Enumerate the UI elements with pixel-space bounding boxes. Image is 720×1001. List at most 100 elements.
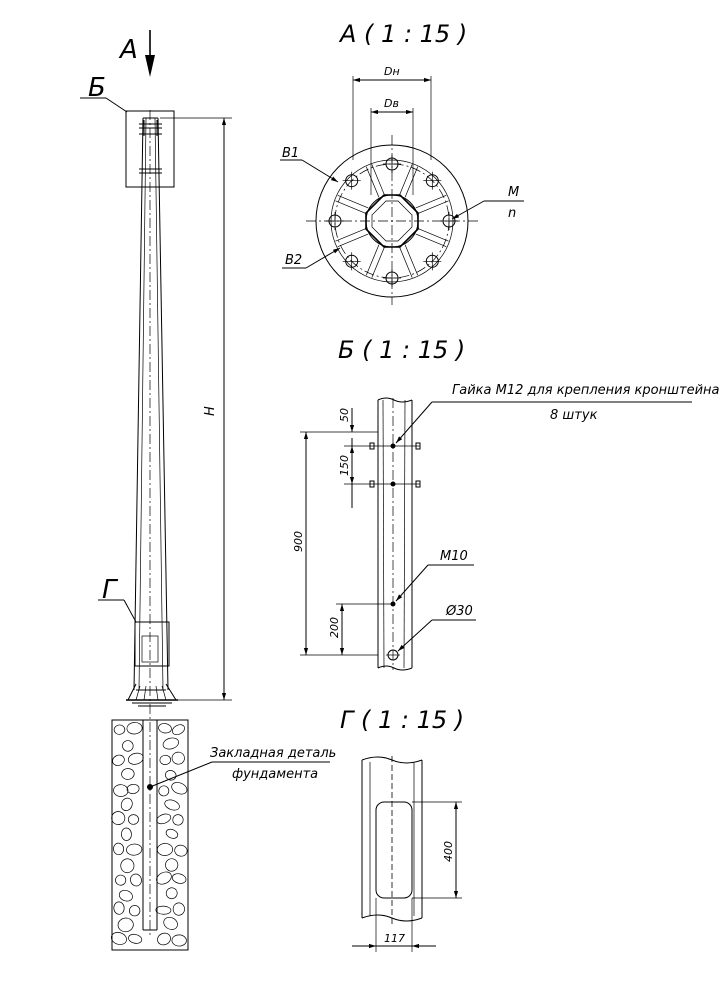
foundation-stone [171, 934, 187, 947]
d30-label: Ø30 [445, 604, 473, 619]
foundation-stone [159, 754, 172, 765]
b-inner-left [382, 399, 385, 669]
foundation-stone [126, 722, 143, 735]
callout-b-letter: Б [88, 73, 106, 103]
flange-rib [337, 194, 369, 209]
top-bracket-nuts [139, 120, 162, 174]
m-label: M [508, 185, 519, 200]
foundation-leader [149, 761, 213, 788]
foundation-stone [122, 740, 134, 752]
foundation-stone [111, 811, 126, 825]
foundation-stone [121, 827, 132, 841]
foundation-stone [117, 917, 134, 933]
flange-rib [337, 233, 369, 248]
dim-50-label: 50 [338, 408, 351, 422]
foundation-stone [158, 723, 172, 734]
foundation-stone [115, 874, 127, 886]
b-nut-row-second [369, 480, 421, 488]
flange-rib [335, 200, 367, 214]
foundation-stone [118, 889, 133, 902]
foundation-stone [128, 933, 143, 944]
foundation-stone [165, 828, 179, 839]
dim-400: 400 [412, 801, 462, 899]
pole-inner-left [138, 117, 147, 691]
nut-leader [395, 401, 433, 444]
foundation-stone [156, 813, 172, 825]
m10-point [390, 601, 396, 607]
flange-rib [365, 244, 380, 276]
callout-g-frame [134, 621, 170, 667]
service-hatch [141, 635, 159, 663]
main-pole-view: А Б Г [80, 30, 336, 951]
foundation-stone [157, 932, 171, 946]
m10-label: М10 [440, 549, 468, 564]
b2-label: B2 [285, 253, 302, 268]
dim-900: 900 [292, 432, 378, 656]
foundation-stone [113, 842, 125, 856]
dim-900-label: 900 [292, 531, 305, 552]
g-hatch-opening [375, 801, 413, 899]
nut-label-1: Гайка М12 для крепления кронштейна [452, 383, 720, 398]
foundation-stone [126, 843, 143, 856]
foundation-stone [120, 858, 135, 874]
dim-50: 50 [300, 408, 378, 447]
flange-ribs [335, 164, 449, 278]
flange-rib [399, 246, 413, 278]
dv-dimension: Dв [370, 97, 414, 195]
nut-label-2: 8 штук [550, 408, 598, 423]
flange-rib [417, 200, 449, 214]
b-nut-row-top [369, 442, 421, 450]
dim-117-label: 117 [384, 932, 405, 945]
foundation-stone [165, 858, 179, 872]
foundation-stone [164, 799, 180, 811]
foundation-stone [172, 724, 185, 736]
b1-label: B1 [282, 146, 299, 161]
callout-g-leader-diag [123, 599, 137, 623]
view-a-title: А ( 1 : 15 ) [338, 20, 467, 48]
flange-rib [371, 164, 385, 196]
foundation-stone [171, 751, 185, 765]
foundation-stone [111, 932, 127, 945]
flange-rib [365, 166, 380, 198]
b-inner-right [403, 399, 406, 669]
foundation-stone [156, 871, 172, 885]
g-bottom-break [361, 914, 423, 922]
dim-150-label: 150 [338, 455, 351, 476]
pole-right-edge [157, 117, 169, 691]
foundation-stone [127, 752, 144, 765]
foundation-stone [120, 797, 133, 811]
callout-g-letter: Г [102, 575, 119, 605]
dim-117: 117 [352, 898, 436, 952]
flange-rib [415, 233, 447, 248]
view-g: Г ( 1 : 15 ) 400 117 [340, 706, 464, 952]
view-arrow-label: А [118, 35, 138, 65]
b1-leader [301, 159, 339, 183]
foundation-label-1: Закладная деталь [210, 746, 336, 761]
m10-leader [395, 564, 429, 602]
m-leader [451, 200, 485, 220]
pole-inner-right [154, 117, 164, 691]
foundation-stone [165, 770, 177, 781]
foundation-stone [171, 873, 187, 884]
foundation-stone [112, 754, 125, 766]
view-b: Б ( 1 : 15 ) Гайка М12 для крепления кро… [292, 336, 720, 671]
d30-leader [397, 619, 433, 652]
dn-dimension: Dн [352, 65, 432, 160]
foundation-label-2: фундамента [232, 767, 318, 782]
pole-octagon-inner [371, 200, 413, 242]
foundation-block [111, 719, 189, 951]
foundation-stone [113, 724, 126, 735]
dim-200: 200 [328, 603, 393, 655]
foundation-stone [130, 873, 142, 887]
pole-left-edge [133, 117, 144, 691]
dim-400-label: 400 [442, 841, 455, 862]
foundation-stone [172, 814, 184, 826]
pole-octagon [365, 194, 419, 248]
flange-rib [371, 246, 385, 278]
dim-200-label: 200 [328, 617, 341, 638]
foundation-stone [126, 783, 140, 794]
foundation-stone [162, 737, 179, 750]
foundation-stone [174, 844, 188, 857]
pole-base-flange [126, 683, 178, 707]
